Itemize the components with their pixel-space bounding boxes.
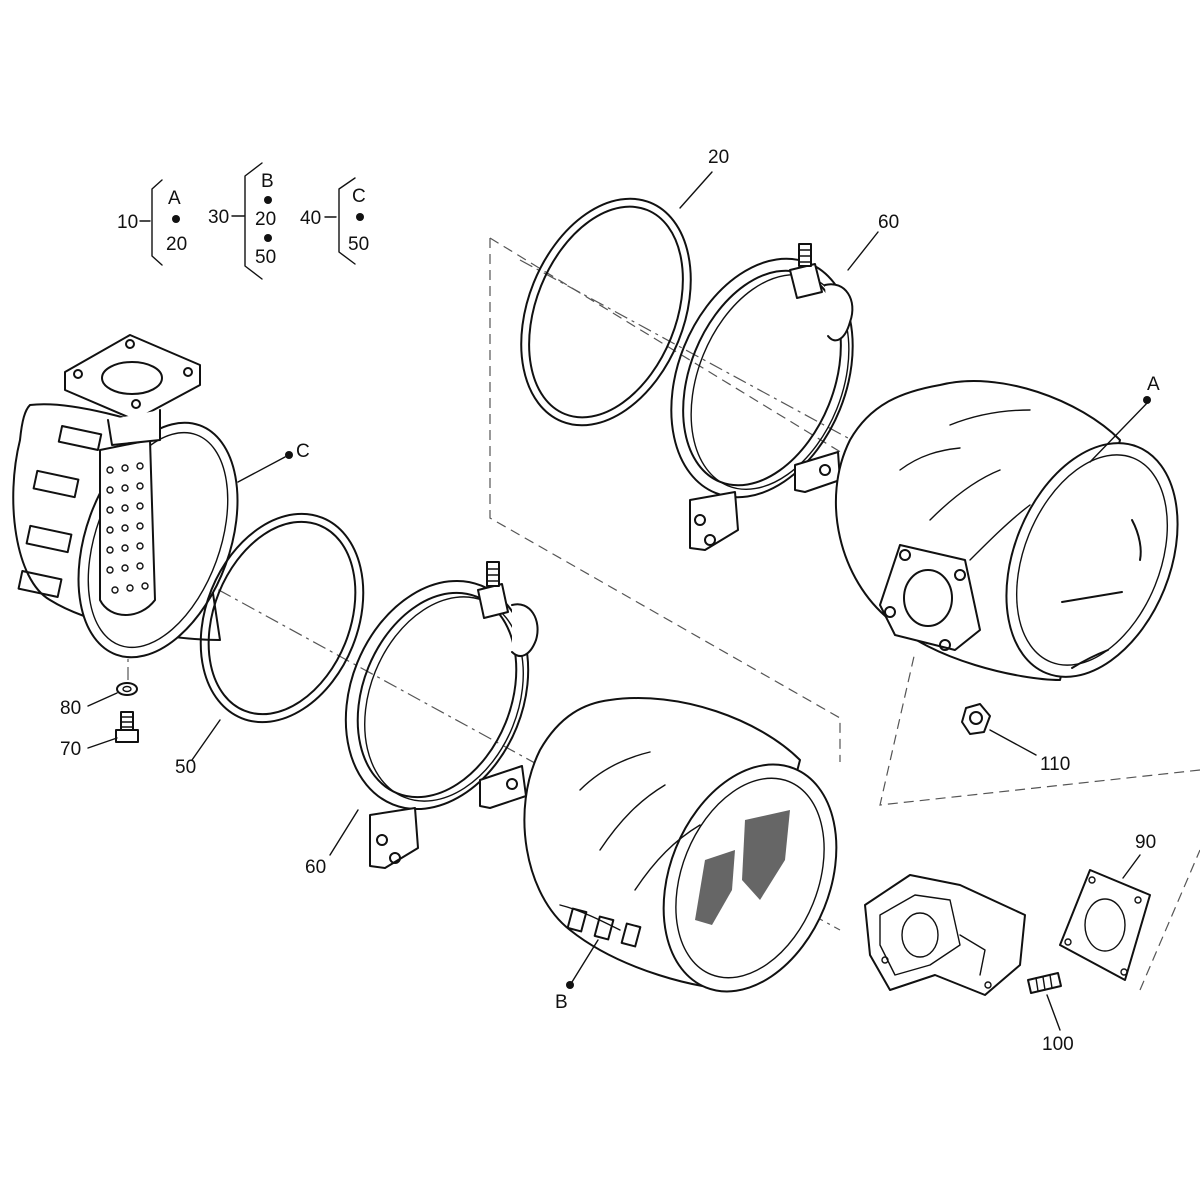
nut-110: [961, 703, 991, 735]
callout-assembly-b: B: [555, 992, 568, 1013]
outlet-elbow: [864, 874, 1026, 996]
bracket-shape: [139, 179, 163, 266]
callout-washer: 80: [60, 698, 81, 719]
bullet-dot: [1143, 396, 1151, 404]
bracket-ref: 40: [300, 208, 321, 229]
leader-line: [87, 692, 118, 707]
screw-70: [115, 711, 139, 743]
callout-clamp-lower: 60: [305, 857, 326, 878]
bullet-dot: [566, 981, 574, 989]
housing-assembly-c: [12, 334, 239, 659]
leader-line: [989, 729, 1037, 756]
bracket-ref: 10: [117, 212, 138, 233]
leader-line: [1122, 854, 1141, 879]
leader-line: [679, 171, 713, 209]
sealing-ring-lower: [199, 512, 365, 724]
clamp-band-top: [670, 243, 854, 551]
bracket-group-30: 30 B 20 50: [208, 162, 276, 280]
callout-screw: 70: [60, 739, 81, 760]
bullet-dot: [264, 196, 272, 204]
leader-line: [847, 231, 879, 271]
bracket-group-40: 40 C 50: [300, 177, 369, 265]
leader-line: [329, 809, 359, 856]
bracket-shape: [324, 177, 356, 265]
callout-assembly-c: C: [296, 441, 310, 462]
muffler-assembly-a: [834, 380, 1179, 681]
washer-80: [116, 682, 138, 696]
bracket-shape: [231, 162, 263, 280]
bracket-letter: A: [168, 188, 181, 209]
bracket-item: 50: [255, 247, 276, 268]
filter-assembly-b: [523, 697, 838, 993]
clamp-band-lower: [344, 561, 539, 869]
center-axis-top: [519, 259, 871, 451]
bullet-dot: [285, 451, 293, 459]
leader-line: [87, 737, 118, 749]
leader-line: [191, 719, 221, 761]
bullet-dot: [264, 234, 272, 242]
leader-line: [1089, 399, 1151, 463]
callout-clamp-top: 60: [878, 212, 899, 233]
callout-ring-lower: 50: [175, 757, 196, 778]
bracket-item: 50: [348, 234, 369, 255]
callout-stud: 100: [1042, 1034, 1074, 1055]
assembly-boundary-top: [489, 237, 871, 471]
leader-line: [1046, 994, 1061, 1031]
stud-100: [1027, 972, 1062, 994]
callout-assembly-a: A: [1147, 374, 1160, 395]
bracket-letter: C: [352, 186, 366, 207]
assembly-boundary: [489, 238, 1200, 806]
bracket-letter: B: [261, 171, 274, 192]
gasket-90: [1059, 869, 1151, 981]
callout-gasket: 90: [1135, 832, 1156, 853]
leader-line: [571, 939, 599, 983]
bracket-group-10: 10 A 20: [117, 179, 187, 266]
bracket-item: 20: [255, 209, 276, 230]
sealing-ring-top: [520, 197, 692, 427]
assembly-boundary-right: [1139, 849, 1200, 991]
bracket-item: 20: [166, 234, 187, 255]
callout-ring-top: 20: [708, 147, 729, 168]
bullet-dot: [172, 215, 180, 223]
leader-line: [237, 456, 286, 483]
callout-nut: 110: [1040, 754, 1070, 775]
bracket-ref: 30: [208, 207, 229, 228]
bullet-dot: [356, 213, 364, 221]
